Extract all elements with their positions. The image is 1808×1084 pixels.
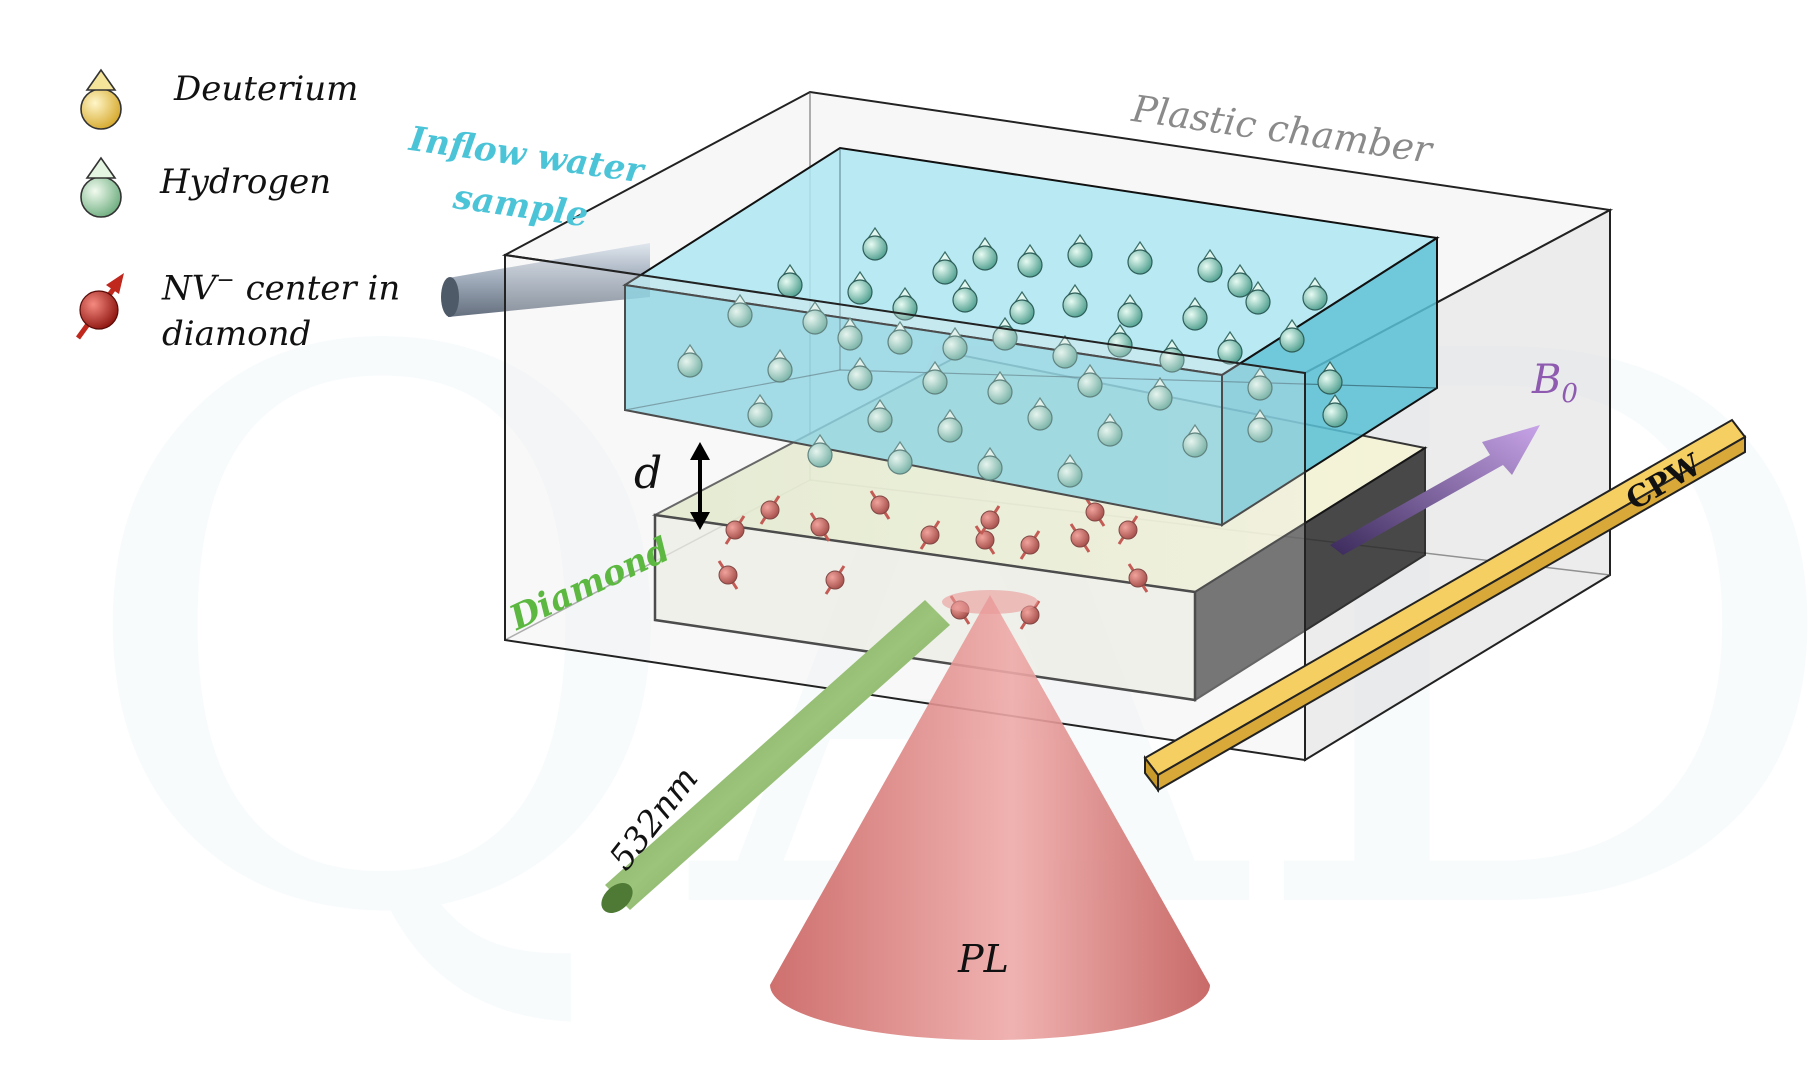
hydrogen-icon [80,156,122,218]
water-molecule [1302,276,1328,311]
water-molecule [1322,393,1348,428]
distance-label: d [634,448,663,499]
water-molecule [1182,296,1208,331]
legend-nv-label-line1: NV− center in [162,262,400,307]
nv-superscript: − [216,268,235,293]
cpw-strip [1143,418,1747,793]
water-molecule [837,316,863,351]
nv-center-icon [75,273,124,340]
nv-text: NV [162,268,217,309]
legend-hydrogen-label: Hydrogen [160,162,332,202]
water-molecule [1182,423,1208,458]
nv-center [1117,515,1139,545]
water-molecule [802,300,828,335]
water-molecule [1057,453,1083,488]
chamber-front [504,253,1306,762]
nv-center [979,505,1001,535]
water-molecule [1279,318,1305,353]
nv-center [1127,563,1149,593]
water-molecule [1197,248,1223,283]
deuterium-icon [80,68,122,130]
nv-center [724,515,746,545]
water-molecule [952,278,978,313]
water-molecule [727,293,753,328]
water-molecule [1077,363,1103,398]
water-molecule [807,433,833,468]
water-molecule [1017,243,1043,278]
laser-beam [601,600,950,913]
nv-centers [717,490,1149,630]
water-molecule [992,316,1018,351]
water-molecule [977,446,1003,481]
water-molecule [747,393,773,428]
water-molecule [862,226,888,261]
water-molecule [1009,290,1035,325]
b0-label: B0 [1532,360,1578,407]
nv-center [1084,497,1106,527]
water-molecule [767,348,793,383]
b0-main: B [1532,357,1562,403]
nv-center [717,560,739,590]
nv-center [1019,530,1041,560]
water-molecule [922,360,948,395]
water-molecule [887,440,913,475]
nv-center [974,525,996,555]
nv-center [1069,523,1091,553]
water-molecule [1245,280,1271,315]
water-molecule [1317,360,1343,395]
water-molecule [1147,376,1173,411]
pl-label: PL [958,937,1009,981]
b0-arrow [1330,425,1540,555]
inflow-tube [441,243,650,317]
nv-center [809,512,831,542]
b0-sub: 0 [1561,379,1578,409]
distance-marker [690,442,710,530]
water-molecule [1097,412,1123,447]
water-molecule [1062,283,1088,318]
water-molecule [847,270,873,305]
water-molecule [1217,330,1243,365]
legend-deuterium-label: Deuterium [174,69,359,109]
water-molecule [1227,263,1253,298]
water-molecule [1247,366,1273,401]
nv-text-rest: center in [245,268,401,309]
nv-center [1019,600,1041,630]
legend-icons [75,68,124,340]
water-molecule [1127,240,1153,275]
water-molecule [1027,396,1053,431]
water-molecule [937,408,963,443]
water-molecule [1117,293,1143,328]
nv-center [919,520,941,550]
water-molecule [677,343,703,378]
legend-nv-label-line2: diamond [162,314,312,354]
water-molecule [1052,334,1078,369]
water-molecule [887,320,913,355]
water-molecule [972,236,998,271]
nv-center [869,490,891,520]
water-molecule [932,250,958,285]
water-molecule [1067,233,1093,268]
water-molecule [847,356,873,391]
water-molecule [942,326,968,361]
water-molecule [987,370,1013,405]
water-molecule [1247,408,1273,443]
nv-center [759,495,781,525]
nv-center [824,565,846,595]
water-molecule [867,398,893,433]
pl-cone [770,590,1210,1040]
